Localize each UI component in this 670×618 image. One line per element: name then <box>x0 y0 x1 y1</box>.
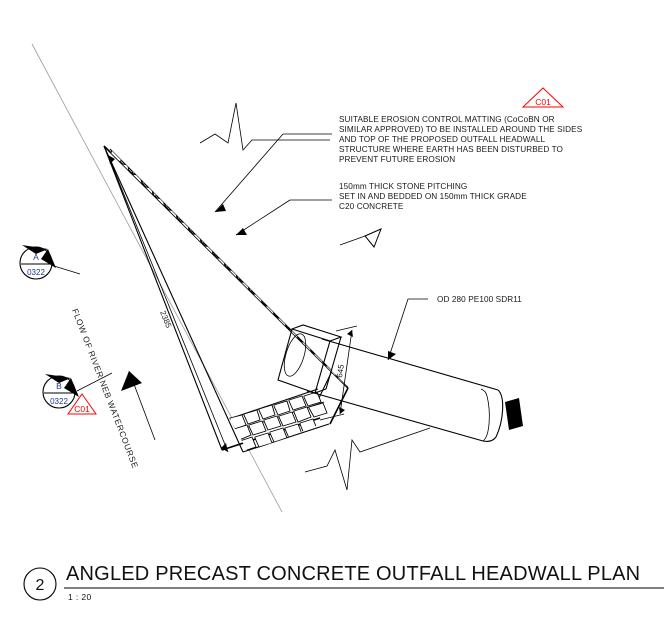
revision-left-label: C01 <box>74 404 90 414</box>
leader-stone-pitching-note <box>235 199 382 248</box>
note-stone-pitching: 150mm THICK STONE PITCHING SET IN AND BE… <box>339 182 527 211</box>
revision-marker-left[interactable]: C01 <box>67 393 97 415</box>
section-a-sheet: 0322 <box>27 268 45 277</box>
note-erosion-line-5: PREVENT FUTURE EROSION <box>339 155 455 164</box>
section-b-sheet: 0322 <box>50 397 68 406</box>
dimension-value-645: 645 <box>335 363 346 378</box>
section-b-letter: B <box>56 381 62 391</box>
revision-marker-top[interactable]: C01 <box>521 87 565 108</box>
section-b-flag-left <box>45 374 71 383</box>
drawing-title: ANGLED PRECAST CONCRETE OUTFALL HEADWALL… <box>66 563 640 585</box>
break-line-top <box>199 102 330 151</box>
note-erosion-line-1: SUITABLE EROSION CONTROL MATTING (CoCoBN… <box>339 115 555 124</box>
detail-number-circle[interactable] <box>23 567 57 601</box>
detail-number: 2 <box>36 577 45 594</box>
title-block: 2 ANGLED PRECAST CONCRETE OUTFALL HEADWA… <box>23 563 664 602</box>
revision-top-label: C01 <box>535 97 551 107</box>
pipe-marker-tag <box>505 398 523 430</box>
note-pipe-spec: OD 280 PE100 SDR11 <box>437 295 522 304</box>
section-b-flag-right <box>64 378 79 397</box>
note-erosion-line-4: STRUCTURE WHERE EARTH HAS BEEN DISTURBED… <box>339 145 563 154</box>
drawing-scale: 1 : 20 <box>68 592 92 602</box>
note-pipe-line-1: OD 280 PE100 SDR11 <box>437 295 522 304</box>
leader-erosion-note <box>214 133 332 213</box>
section-a-letter: A <box>33 252 39 262</box>
note-pitching-line-2: SET IN AND BEDDED ON 150mm THICK GRADE <box>339 192 527 201</box>
section-a-flag-left <box>22 245 48 254</box>
note-erosion-line-2: SIMILAR APPROVED) TO BE INSTALLED AROUND… <box>339 125 583 134</box>
note-erosion-line-3: AND TOP OF THE PROPOSED OUTFALL HEADWALL <box>339 135 546 144</box>
outfall-pipe <box>306 338 504 442</box>
dimension-pipe-opening: 645 <box>319 325 358 421</box>
section-a-flag-right <box>41 249 56 268</box>
note-pitching-line-1: 150mm THICK STONE PITCHING <box>339 182 467 191</box>
leader-pipe-note <box>387 298 523 430</box>
section-marker-b[interactable]: B 0322 <box>42 372 113 409</box>
break-line-bottom <box>304 427 431 491</box>
section-marker-a[interactable]: A 0322 <box>19 245 81 280</box>
flow-arrow <box>121 370 156 441</box>
note-pitching-line-3: C20 CONCRETE <box>339 202 404 211</box>
note-erosion-matting: SUITABLE EROSION CONTROL MATTING (CoCoBN… <box>339 115 583 164</box>
